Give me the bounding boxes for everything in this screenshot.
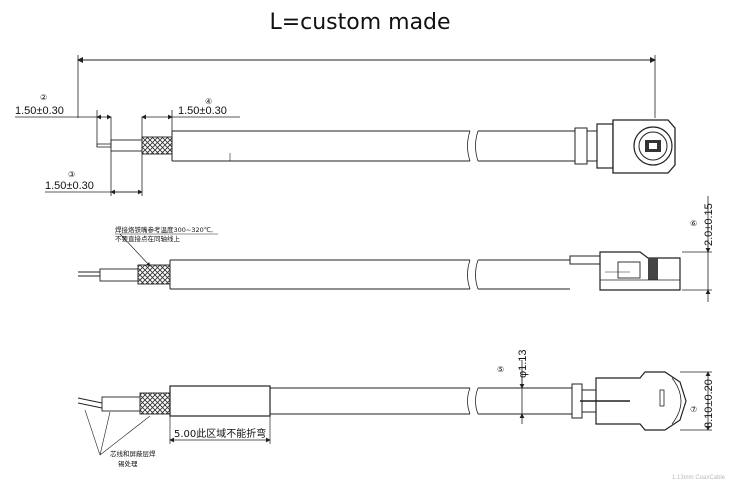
- shield-braid: [141, 136, 173, 155]
- solder-note-line2: 不要直接点在同轴线上: [115, 234, 181, 243]
- callout-7: ⑦: [690, 405, 697, 414]
- dim-strip-conductor: 1.50±0.30: [15, 105, 64, 117]
- bottom-view: φ1.13 ⑤ 3.10±0.20 ⑦ 5.00此区域不能折弯 芯线和屏蔽层焊 …: [77, 349, 715, 468]
- footer-caption: 1.13mm CoaxCable: [672, 475, 726, 481]
- shield-braid-bottom: [139, 392, 171, 415]
- dim-no-bend-zone: 5.00此区域不能折弯: [174, 427, 266, 440]
- dim-cable-diameter: φ1.13: [517, 349, 529, 378]
- dim-connector-height: 2.0±0.15: [703, 203, 715, 246]
- solder-note-line1: 焊接烙铁嘴参考温度300~320℃,: [115, 225, 213, 234]
- connector-top: [574, 119, 676, 174]
- shield-braid-side: [137, 264, 171, 285]
- dim-connector-width: 3.10±0.20: [703, 379, 715, 428]
- no-bend-zone: [169, 385, 271, 417]
- cable-jacket: [171, 130, 470, 162]
- dielectric: [110, 139, 143, 152]
- callout-4: ④: [205, 97, 212, 106]
- side-view: 2.0±0.15 ⑥ 焊接烙铁嘴参考温度300~320℃, 不要直接点在同轴线上: [78, 196, 715, 302]
- connector-bottom: [571, 371, 687, 431]
- center-conductor: [96, 143, 112, 148]
- callout-3: ③: [68, 170, 75, 179]
- callout-2: ②: [40, 93, 47, 102]
- top-view: ② 1.50±0.30 ④ 1.50±0.30 ③ 1.50±0.30: [15, 55, 676, 196]
- dim-strip-braid: 1.50±0.30: [178, 105, 227, 117]
- dim-strip-dielectric: 1.50±0.30: [45, 180, 94, 192]
- core-note-line1: 芯线和屏蔽层焊: [110, 449, 156, 458]
- drawing-title: L=custom made: [269, 10, 451, 35]
- callout-6: ⑥: [690, 219, 697, 228]
- connector-side: [569, 251, 681, 291]
- callout-5: ⑤: [497, 365, 504, 374]
- core-note-line2: 锡处理: [118, 459, 138, 468]
